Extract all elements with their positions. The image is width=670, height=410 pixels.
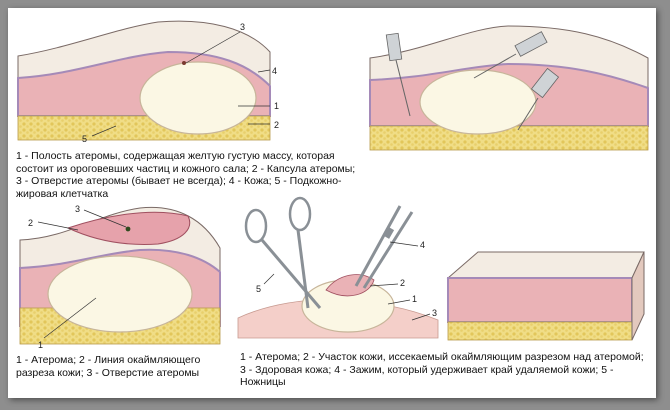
anatomy-label-4: 4: [272, 66, 277, 76]
illustration-frame: 3 4 1 2 5: [8, 8, 656, 398]
incision-label-1: 1: [38, 340, 43, 350]
anatomy-panel: 3 4 1 2 5: [17, 20, 279, 144]
clamp-icon: [354, 205, 414, 289]
injection-panel: [369, 25, 649, 151]
anatomy-label-5: 5: [82, 134, 87, 144]
atheroma-surgery-illustration: 3 4 1 2 5: [17, 20, 649, 350]
anatomy-caption: 1 - Полость атеромы, содержащая желтую г…: [16, 150, 356, 200]
result-side-face: [631, 251, 645, 341]
anatomy-cyst: [139, 61, 257, 135]
incision-pore: [125, 226, 131, 232]
injection-fat-layer: [369, 125, 649, 151]
removal-caption: 1 - Атерома; 2 - Участок кожи, иссекаемы…: [240, 351, 644, 389]
scissors-icon: [244, 196, 322, 309]
incision-cyst: [47, 255, 193, 333]
incision-label-2: 2: [28, 218, 33, 228]
injection-cyst: [419, 69, 537, 135]
result-panel: [446, 251, 645, 341]
removal-label-5: 5: [256, 284, 261, 294]
incision-label-3: 3: [75, 204, 80, 214]
anatomy-label-2: 2: [274, 120, 279, 130]
result-dermis: [447, 277, 633, 323]
removal-skin-flap: [325, 274, 375, 297]
anatomy-pore: [182, 61, 186, 65]
removal-label-2: 2: [400, 278, 405, 288]
incision-caption: 1 - Атерома; 2 - Линия окаймляющего разр…: [16, 354, 201, 379]
removal-label-1: 1: [412, 294, 417, 304]
syringe-left: [385, 32, 411, 117]
removal-label-3: 3: [432, 308, 437, 318]
removal-label-4: 4: [420, 240, 425, 250]
anatomy-label-1: 1: [274, 101, 279, 111]
syringe-top: [473, 31, 548, 79]
syringe-right: [517, 67, 560, 131]
incision-panel: 3 2 1: [19, 204, 221, 350]
result-fat-layer: [447, 321, 633, 341]
result-top-surface: [446, 251, 645, 279]
removal-panel: 5 4 2 1 3: [237, 196, 439, 339]
anatomy-label-3: 3: [240, 22, 245, 32]
